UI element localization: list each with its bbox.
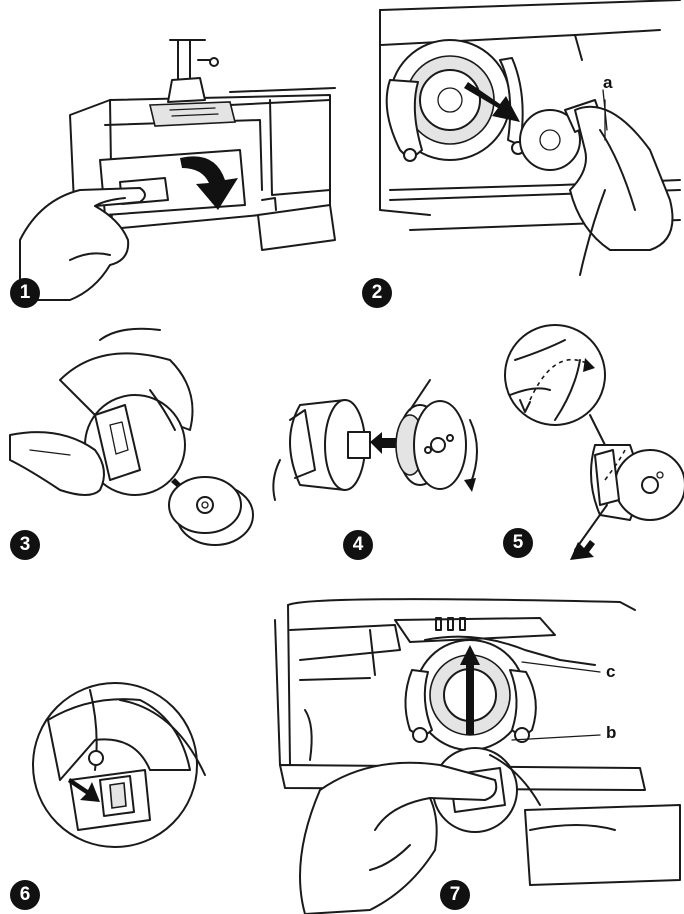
step-7-illustration — [274, 598, 681, 914]
step-3-badge: 3 — [10, 530, 40, 560]
step-1-panel: 1 — [0, 0, 345, 310]
direction-arrow-icon — [570, 540, 595, 560]
step-4-panel: 4 — [260, 350, 490, 560]
down-arrow-icon — [180, 156, 238, 210]
step-7-badge: 7 — [440, 880, 470, 910]
step-3-panel: 3 — [0, 320, 275, 560]
step-2-panel: a 2 — [350, 0, 684, 310]
step-3-illustration — [9, 327, 254, 546]
step-1-illustration — [19, 39, 336, 301]
direction-arrow-icon — [464, 82, 520, 122]
step-5-illustration — [504, 324, 684, 560]
step-6-panel: 6 — [0, 640, 240, 914]
step-1-badge: 1 — [10, 278, 40, 308]
step-2-badge: 2 — [362, 278, 392, 308]
up-arrow-icon — [460, 645, 480, 735]
direction-arrow-icon — [68, 778, 100, 802]
step-6-badge: 6 — [10, 880, 40, 910]
step-4-badge: 4 — [343, 530, 373, 560]
step-7-panel: c b 7 — [260, 590, 684, 914]
callout-c: c — [606, 662, 616, 681]
callout-b: b — [606, 723, 617, 742]
step-4-illustration — [272, 379, 478, 501]
direction-arrow-icon — [370, 432, 398, 454]
step-5-panel: 5 — [495, 320, 684, 575]
callout-a: a — [603, 73, 613, 92]
step-2-illustration — [379, 0, 681, 276]
step-6-illustration — [32, 682, 206, 848]
step-5-badge: 5 — [503, 528, 533, 558]
rotation-arrow-icon — [469, 419, 478, 486]
